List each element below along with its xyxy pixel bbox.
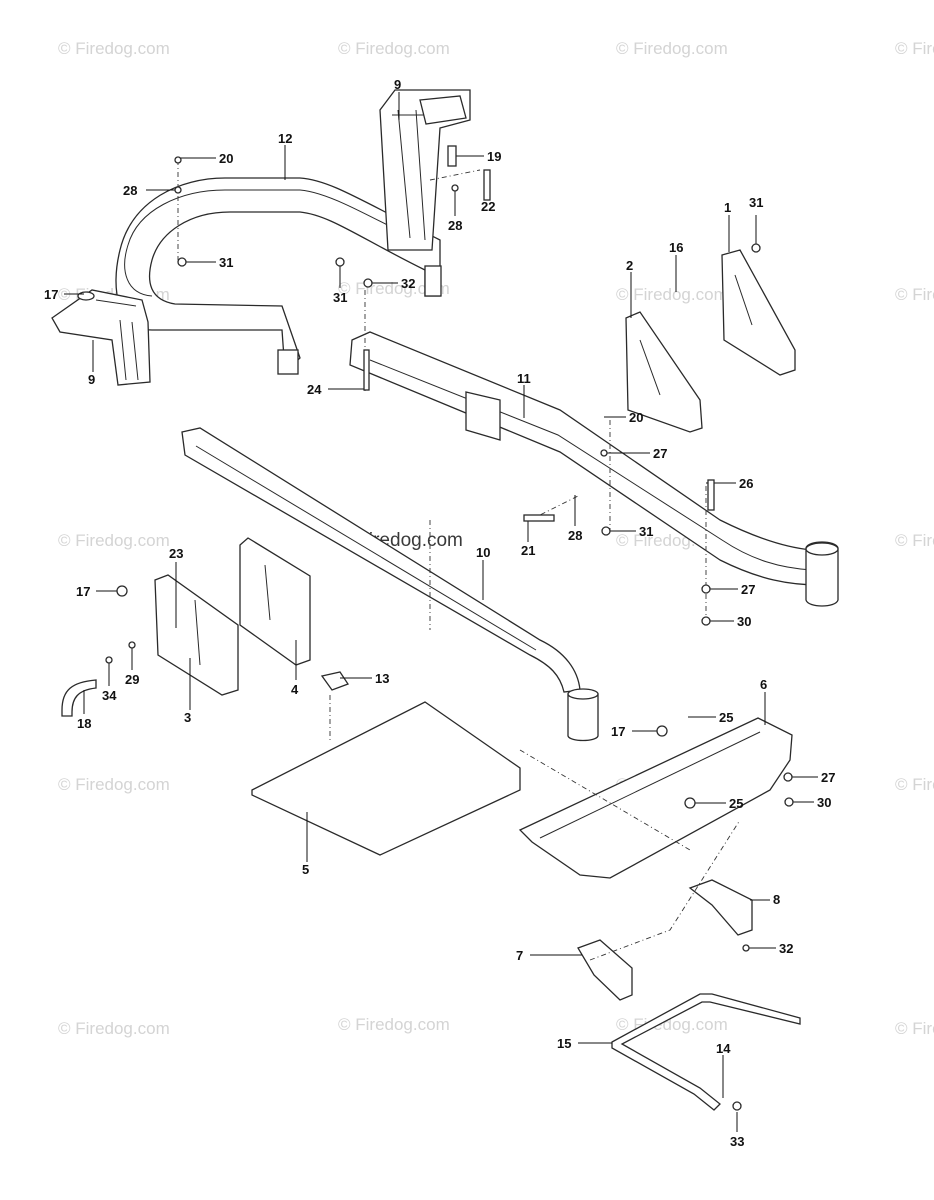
callout-32-bottom: 32	[779, 941, 793, 956]
callout-16: 16	[669, 240, 683, 255]
callout-17-left: 17	[44, 287, 58, 302]
callout-9-top: 9	[394, 77, 401, 92]
watermark: © Firedog.com	[58, 39, 170, 58]
callout-30-far: 30	[817, 795, 831, 810]
callout-27-mid: 27	[653, 446, 667, 461]
callout-14: 14	[716, 1041, 731, 1056]
part-5-floor-pan	[251, 701, 521, 856]
part-7-hanger	[577, 939, 633, 1001]
callout-28-mid: 28	[568, 528, 582, 543]
part-12-u-frame	[115, 177, 442, 375]
callout-11: 11	[517, 371, 531, 386]
callout-27-right: 27	[741, 582, 755, 597]
callout-28-top-mid: 28	[448, 218, 462, 233]
callout-24: 24	[307, 382, 322, 397]
part-6-cross-bracket	[518, 717, 793, 879]
callout-3: 3	[184, 710, 191, 725]
part-18-handle	[61, 679, 97, 717]
callout-12: 12	[278, 131, 292, 146]
part-10-frame	[181, 427, 599, 742]
part-3-seat-plate	[154, 574, 239, 696]
part-11-main-frame	[349, 331, 839, 607]
callout-25-top: 25	[719, 710, 733, 725]
callout-26: 26	[739, 476, 753, 491]
part-2-side-plate	[625, 311, 703, 433]
part-13-knob	[320, 671, 349, 691]
part-9-bracket-left	[51, 289, 151, 386]
part-9-bracket-top	[379, 89, 471, 251]
callout-18: 18	[77, 716, 91, 731]
callouts: 1 2 3 4 5 6 7 8 9 9 10 11 12	[44, 77, 835, 1149]
callout-31-right: 31	[749, 195, 763, 210]
callout-19: 19	[487, 149, 501, 164]
callout-25-mid: 25	[729, 796, 743, 811]
watermark: © Firedog.com	[895, 531, 934, 550]
watermark: © Firedog.com	[895, 285, 934, 304]
callout-21: 21	[521, 543, 535, 558]
watermark: © Firedog.com	[338, 1015, 450, 1034]
callout-20-top: 20	[219, 151, 233, 166]
callout-31-mid: 31	[333, 290, 347, 305]
callout-20-mid: 20	[629, 410, 643, 425]
callout-10: 10	[476, 545, 490, 560]
watermark: © Firedog.com	[58, 1019, 170, 1038]
watermark: © Firedog.com	[895, 775, 934, 794]
watermark: © Firedog.com	[58, 775, 170, 794]
callout-7: 7	[516, 948, 523, 963]
watermark: © Firedog.com	[616, 285, 728, 304]
callout-22: 22	[481, 199, 495, 214]
part-15-rod	[611, 993, 801, 1111]
callout-8: 8	[773, 892, 780, 907]
watermark: © Firedog.com	[338, 39, 450, 58]
callout-9-left: 9	[88, 372, 95, 387]
callout-34: 34	[102, 688, 117, 703]
callout-32-top: 32	[401, 276, 415, 291]
callout-6: 6	[760, 677, 767, 692]
hardware	[105, 145, 794, 1111]
callout-23: 23	[169, 546, 183, 561]
part-4-seat-plate	[239, 537, 311, 666]
part-1-side-plate	[721, 249, 796, 376]
callout-17-mid: 17	[76, 584, 90, 599]
part-8-hanger	[688, 879, 753, 936]
callout-4: 4	[291, 682, 299, 697]
callout-33: 33	[730, 1134, 744, 1149]
callout-31-center: 31	[639, 524, 653, 539]
watermark: © Firedog.com	[895, 39, 934, 58]
watermark: © Firedog.com	[895, 1019, 934, 1038]
callout-15: 15	[557, 1036, 571, 1051]
watermark: © Firedog.com	[58, 531, 170, 550]
callout-31-left: 31	[219, 255, 233, 270]
callout-2: 2	[626, 258, 633, 273]
watermark: © Firedog.com	[616, 39, 728, 58]
callout-5: 5	[302, 862, 309, 877]
callout-30-right: 30	[737, 614, 751, 629]
callout-28-top: 28	[123, 183, 137, 198]
callout-29: 29	[125, 672, 139, 687]
callout-13: 13	[375, 671, 389, 686]
callout-27-far: 27	[821, 770, 835, 785]
callout-1: 1	[724, 200, 731, 215]
callout-17-right: 17	[611, 724, 625, 739]
